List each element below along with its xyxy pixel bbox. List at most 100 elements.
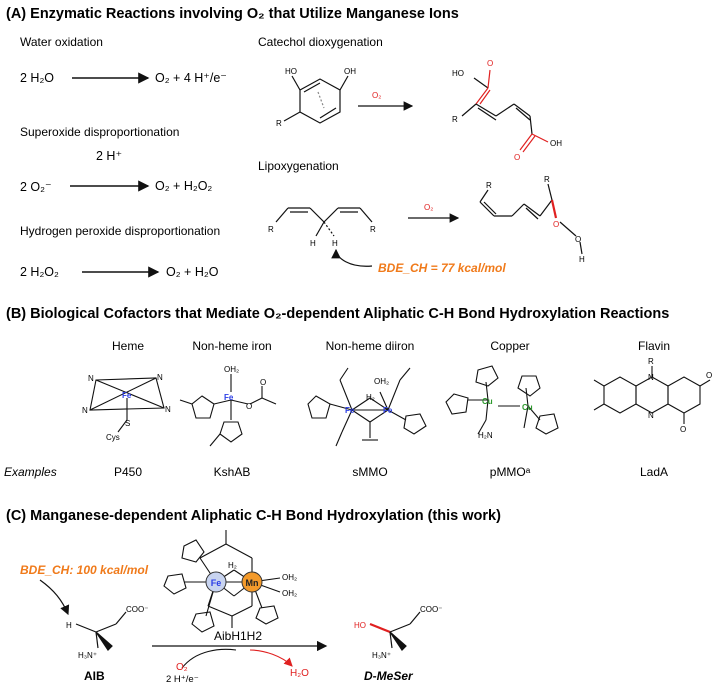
muconic-acid-structure: [461, 69, 549, 153]
copper-cu2: Cu: [522, 403, 533, 412]
heme-cys: Cys: [106, 433, 120, 442]
heme-n2: N: [157, 373, 163, 382]
lipo-product-h: H: [579, 255, 585, 264]
dmeser-nh3: H₃N⁺: [372, 651, 391, 660]
aib-h: H: [66, 621, 72, 630]
dmeser-structure: [369, 611, 421, 651]
mn-oh2-2: OH₂: [282, 589, 297, 598]
lipo-bde-arrow: [331, 248, 373, 267]
section-c-title: (C) Manganese-dependent Aliphatic C-H Bo…: [6, 508, 501, 524]
peroxide-lhs: 2 H₂O₂: [20, 265, 59, 279]
lipo-product-o1: O: [553, 220, 559, 229]
example-nonheme-iron: KshAB: [214, 465, 251, 479]
heme-fe: Fe: [122, 391, 132, 400]
enzyme-label: AibH1H2: [214, 629, 262, 643]
aib-coo: COO⁻: [126, 605, 148, 614]
nonheme-oh2: OH₂: [224, 365, 239, 374]
nonheme-fe: Fe: [224, 393, 234, 402]
lipo-product-structure: [479, 183, 583, 255]
lipo-r2: R: [370, 225, 376, 234]
water-curved-arrow: [249, 649, 293, 667]
superoxide-title: Superoxide disproportionation: [20, 125, 179, 139]
aib-nh3: H₃N⁺: [78, 651, 97, 660]
fe-ball: [205, 571, 227, 593]
heme-n4: N: [82, 406, 88, 415]
water-oxidation-lhs: 2 H₂O: [20, 71, 54, 85]
muconic-ho: HO: [452, 69, 464, 78]
mn-label: Mn: [246, 578, 259, 588]
example-heme: P450: [114, 465, 142, 479]
muconic-o1: O: [487, 59, 493, 68]
diiron-structure: [307, 367, 427, 447]
example-diiron: sMMO: [352, 465, 387, 479]
mn-oh2-1: OH₂: [282, 573, 297, 582]
catechol-oh-2: OH: [344, 67, 356, 76]
catechol-oh-1: HO: [285, 67, 297, 76]
flavin-o2: O: [706, 371, 712, 380]
copper-cu1: Cu: [482, 397, 493, 406]
lipo-o2: O₂: [424, 203, 433, 212]
superoxide-reagent: 2 H⁺: [96, 149, 122, 163]
aib-bde-label: BDE_CH: 100 kcal/mol: [20, 563, 149, 577]
cofactor-name-flavin: Flavin: [638, 339, 670, 353]
superoxide-lhs: 2 O₂⁻: [20, 180, 52, 194]
nonheme-o: O: [246, 402, 252, 411]
cofactor-name-copper: Copper: [490, 339, 529, 353]
lipo-h1: H: [310, 239, 316, 248]
flavin-structure: [593, 366, 711, 424]
lipoxygenation-title: Lipoxygenation: [258, 159, 339, 173]
lipo-substrate-structure: [275, 207, 373, 237]
example-copper: pMMOᵃ: [490, 465, 531, 479]
muconic-o2: O: [514, 153, 520, 162]
diiron-fe1: Fe: [345, 406, 355, 415]
heme-n3: N: [165, 405, 171, 414]
peroxide-rhs: O₂ + H₂O: [166, 265, 219, 279]
flavin-n1: N: [648, 373, 654, 382]
muconic-r: R: [452, 115, 458, 124]
heme-n1: N: [88, 374, 94, 383]
example-flavin: LadA: [640, 465, 668, 479]
peroxide-title: Hydrogen peroxide disproportionation: [20, 224, 220, 238]
catechol-r: R: [276, 119, 282, 128]
flavin-n2: N: [648, 411, 654, 420]
superoxide-rhs: O₂ + H₂O₂: [155, 179, 212, 193]
mn-ball: [241, 571, 263, 593]
aib-bde-arrow: [39, 579, 70, 616]
aib-structure: [75, 611, 127, 651]
section-a-title: (A) Enzymatic Reactions involving O₂ tha…: [6, 6, 459, 22]
o2-curved-arrow: [181, 648, 237, 669]
nonheme-o2: O: [260, 378, 266, 387]
fe-label: Fe: [211, 578, 222, 588]
catechol-structure: [283, 75, 349, 124]
water-oxidation-title: Water oxidation: [20, 35, 103, 49]
nonheme-iron-structure: [179, 374, 277, 447]
heme-s: S: [125, 419, 130, 428]
cofactor-name-nonheme-iron: Non-heme iron: [192, 339, 271, 353]
aib-label: AIB: [84, 669, 105, 683]
diiron-oh2: OH₂: [374, 377, 389, 386]
diiron-fe2: Fe: [383, 406, 393, 415]
examples-label: Examples: [4, 465, 57, 479]
diiron-h2o-bridge: H₂: [366, 393, 375, 402]
copper-structure: [445, 365, 559, 435]
lipo-h2: H: [332, 239, 338, 248]
flavin-o1: O: [680, 425, 686, 434]
dmeser-ho: HO: [354, 621, 366, 630]
water-oxidation-rhs: O₂ + 4 H⁺/e⁻: [155, 71, 227, 85]
femn-h2-bridge: H₂: [228, 561, 237, 570]
cofactor-name-diiron: Non-heme diiron: [326, 339, 415, 353]
reagent-o2: O₂: [176, 662, 188, 673]
heme-structure: [89, 377, 165, 433]
lipo-product-r2: R: [544, 175, 550, 184]
catechol-o2: O₂: [372, 91, 381, 100]
cofactor-name-heme: Heme: [112, 339, 144, 353]
dmeser-label: D-MeSer: [364, 669, 414, 683]
lipo-product-o2: O: [575, 235, 581, 244]
reagent-h: 2 H⁺/e⁻: [166, 674, 199, 685]
copper-h2n: H₂N: [478, 431, 493, 440]
lipo-r1: R: [268, 225, 274, 234]
catechol-title: Catechol dioxygenation: [258, 35, 383, 49]
lipo-product-r1: R: [486, 181, 492, 190]
dmeser-coo: COO⁻: [420, 605, 442, 614]
